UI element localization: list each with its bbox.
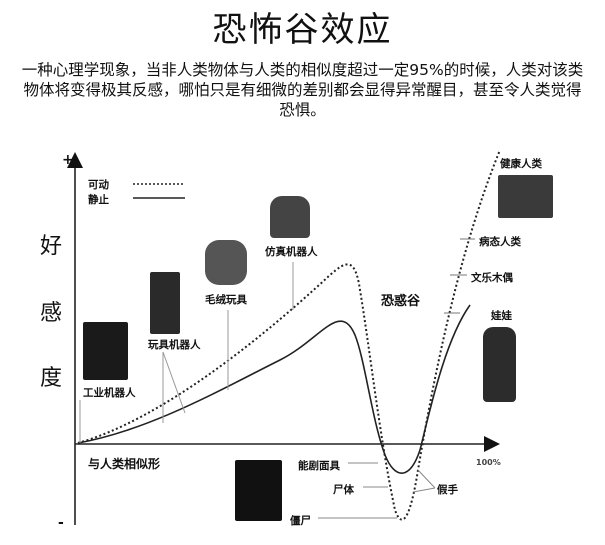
y-label-2: 感 xyxy=(40,301,63,326)
humanoid-robot-image xyxy=(270,196,310,238)
label-corpse: 尸体 xyxy=(333,484,354,496)
legend-moving-label: 可动 xyxy=(88,179,109,191)
y-label-3: 度 xyxy=(40,366,63,391)
label-doll: 娃娃 xyxy=(491,310,512,322)
label-healthy-human: 健康人类 xyxy=(500,158,542,170)
legend-still-label: 静止 xyxy=(88,194,109,206)
page-title: 恐怖谷效应 xyxy=(212,10,393,50)
industrial-robot-image xyxy=(83,322,128,380)
y-minus: - xyxy=(58,515,64,531)
label-stuffed-toy: 毛绒玩具 xyxy=(205,294,247,306)
label-noh-mask: 能剧面具 xyxy=(298,460,340,472)
stuffed-toy-image xyxy=(205,240,247,285)
x-axis-end: 100% xyxy=(476,458,501,467)
label-prosthetic-hand: 假手 xyxy=(437,484,458,496)
still-curve xyxy=(77,304,471,474)
label-uncanny-valley: 恐惑谷 xyxy=(381,294,421,309)
description: 一种心理学现象，当非人类物体与人类的相似度超过一定95%的时候，人类对该类物体将… xyxy=(21,61,584,119)
y-plus: + xyxy=(62,152,74,168)
label-humanoid-robot: 仿真机器人 xyxy=(265,246,318,258)
y-label-1: 好 xyxy=(40,234,63,259)
zombie-image xyxy=(235,460,282,521)
label-toy-robot: 玩具机器人 xyxy=(148,339,201,351)
x-axis-label: 与人类相似形 xyxy=(88,457,161,471)
label-sick-human: 病态人类 xyxy=(479,236,521,248)
doll-image xyxy=(483,327,516,402)
label-industrial-robot: 工业机器人 xyxy=(83,387,136,399)
toy-robot-image xyxy=(150,272,180,334)
healthy-human-image xyxy=(498,175,553,218)
label-zombie: 僵尸 xyxy=(290,515,311,527)
label-bunraku-puppet: 文乐木偶 xyxy=(471,272,513,284)
moving-curve xyxy=(77,149,501,521)
